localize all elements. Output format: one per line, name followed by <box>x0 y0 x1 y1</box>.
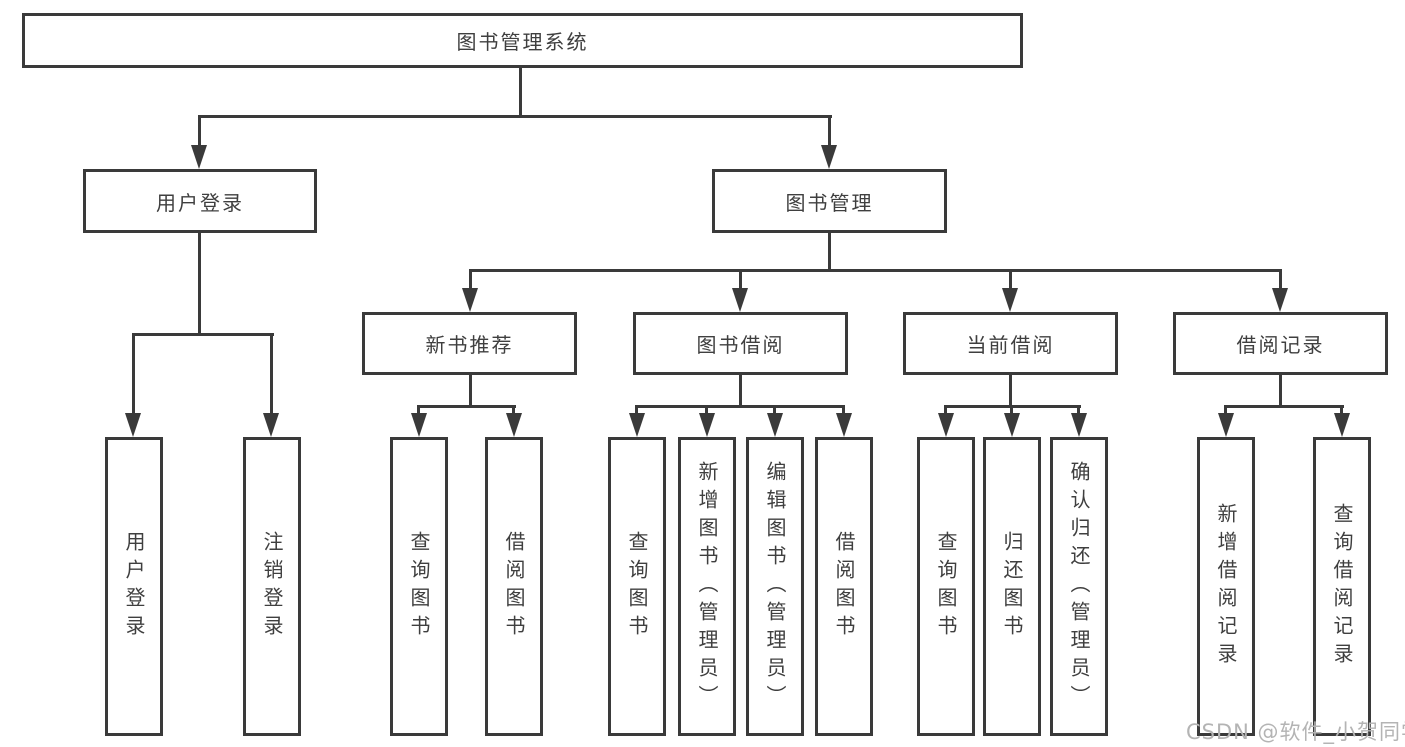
node-label: 图书管理系统 <box>456 30 589 54</box>
arrowhead-down-icon <box>629 413 645 437</box>
connector-line <box>635 405 845 408</box>
connector-line <box>198 115 832 118</box>
node-library-management-system: 图书管理系统 <box>22 13 1023 68</box>
node-current-borrowing: 当前借阅 <box>903 312 1118 375</box>
leaf-label: 用户登录 <box>122 530 146 643</box>
connector-line <box>469 269 1282 272</box>
leaf-edit-book-admin: 编辑图书（管理员） <box>746 437 804 736</box>
arrowhead-down-icon <box>1334 413 1350 437</box>
arrowhead-down-icon <box>732 288 748 312</box>
arrowhead-down-icon <box>821 145 837 169</box>
arrowhead-down-icon <box>1002 288 1018 312</box>
connector-line <box>1279 269 1282 289</box>
node-new-book-recommend: 新书推荐 <box>362 312 577 375</box>
connector-line <box>842 405 845 415</box>
connector-line <box>1224 405 1344 408</box>
connector-line <box>132 333 135 414</box>
connector-line <box>132 333 274 336</box>
arrowhead-down-icon <box>263 413 279 437</box>
arrowhead-down-icon <box>1218 413 1234 437</box>
connector-line <box>417 405 420 415</box>
leaf-label: 查询借阅记录 <box>1330 502 1354 671</box>
connector-line <box>198 115 201 148</box>
leaf-query-books-recommend: 查询图书 <box>390 437 448 736</box>
leaf-query-books-current: 查询图书 <box>917 437 975 736</box>
leaf-label: 新增图书（管理员） <box>695 460 719 713</box>
arrowhead-down-icon <box>462 288 478 312</box>
connector-line <box>469 269 472 289</box>
leaf-label: 确认归还（管理员） <box>1067 460 1091 713</box>
csdn-watermark: CSDN @软件_小贺同学 <box>1186 720 1405 744</box>
connector-line <box>739 269 742 289</box>
connector-line <box>417 405 516 408</box>
connector-line <box>1340 405 1343 415</box>
leaf-user-login: 用户登录 <box>105 437 163 736</box>
arrowhead-down-icon <box>699 413 715 437</box>
connector-line <box>828 115 831 148</box>
leaf-label: 查询图书 <box>934 530 958 643</box>
connector-line <box>519 68 522 117</box>
connector-line <box>828 233 831 272</box>
leaf-label: 新增借阅记录 <box>1214 502 1238 671</box>
connector-line <box>270 333 273 414</box>
arrowhead-down-icon <box>767 413 783 437</box>
node-label: 新书推荐 <box>425 333 514 357</box>
arrowhead-down-icon <box>836 413 852 437</box>
connector-line <box>739 375 742 408</box>
leaf-logout: 注销登录 <box>243 437 301 736</box>
node-user-login: 用户登录 <box>83 169 317 233</box>
leaf-add-borrow-record: 新增借阅记录 <box>1197 437 1255 736</box>
connector-line <box>635 405 638 415</box>
arrowhead-down-icon <box>1071 413 1087 437</box>
connector-line <box>1279 375 1282 408</box>
leaf-label: 借阅图书 <box>832 530 856 643</box>
connector-line <box>512 405 515 415</box>
leaf-query-books-borrowing: 查询图书 <box>608 437 666 736</box>
arrowhead-down-icon <box>1004 413 1020 437</box>
leaf-label: 借阅图书 <box>502 530 526 643</box>
connector-line <box>1010 405 1013 415</box>
leaf-label: 查询图书 <box>407 530 431 643</box>
node-book-borrowing: 图书借阅 <box>633 312 848 375</box>
arrowhead-down-icon <box>191 145 207 169</box>
connector-line <box>773 405 776 415</box>
node-label: 图书管理 <box>785 190 874 215</box>
leaf-borrow-books-borrowing: 借阅图书 <box>815 437 873 736</box>
leaf-label: 编辑图书（管理员） <box>763 460 787 713</box>
leaf-confirm-return-admin: 确认归还（管理员） <box>1050 437 1108 736</box>
node-book-management: 图书管理 <box>712 169 947 233</box>
node-borrowing-records: 借阅记录 <box>1173 312 1388 375</box>
connector-line <box>1224 405 1227 415</box>
arrowhead-down-icon <box>506 413 522 437</box>
leaf-borrow-books-recommend: 借阅图书 <box>485 437 543 736</box>
node-label: 用户登录 <box>156 190 244 215</box>
node-label: 借阅记录 <box>1236 333 1325 357</box>
arrowhead-down-icon <box>938 413 954 437</box>
node-label: 当前借阅 <box>966 333 1055 357</box>
connector-line <box>1009 375 1012 408</box>
connector-line <box>944 405 947 415</box>
connector-line <box>198 233 201 336</box>
connector-line <box>705 405 708 415</box>
leaf-return-book: 归还图书 <box>983 437 1041 736</box>
node-label: 图书借阅 <box>696 333 785 357</box>
connector-line <box>1009 269 1012 289</box>
leaf-label: 归还图书 <box>1000 530 1024 643</box>
leaf-query-borrow-record: 查询借阅记录 <box>1313 437 1371 736</box>
connector-line <box>469 375 472 408</box>
leaf-label: 注销登录 <box>260 530 284 643</box>
connector-line <box>1077 405 1080 415</box>
leaf-label: 查询图书 <box>625 530 649 643</box>
leaf-add-book-admin: 新增图书（管理员） <box>678 437 736 736</box>
arrowhead-down-icon <box>411 413 427 437</box>
arrowhead-down-icon <box>125 413 141 437</box>
arrowhead-down-icon <box>1272 288 1288 312</box>
